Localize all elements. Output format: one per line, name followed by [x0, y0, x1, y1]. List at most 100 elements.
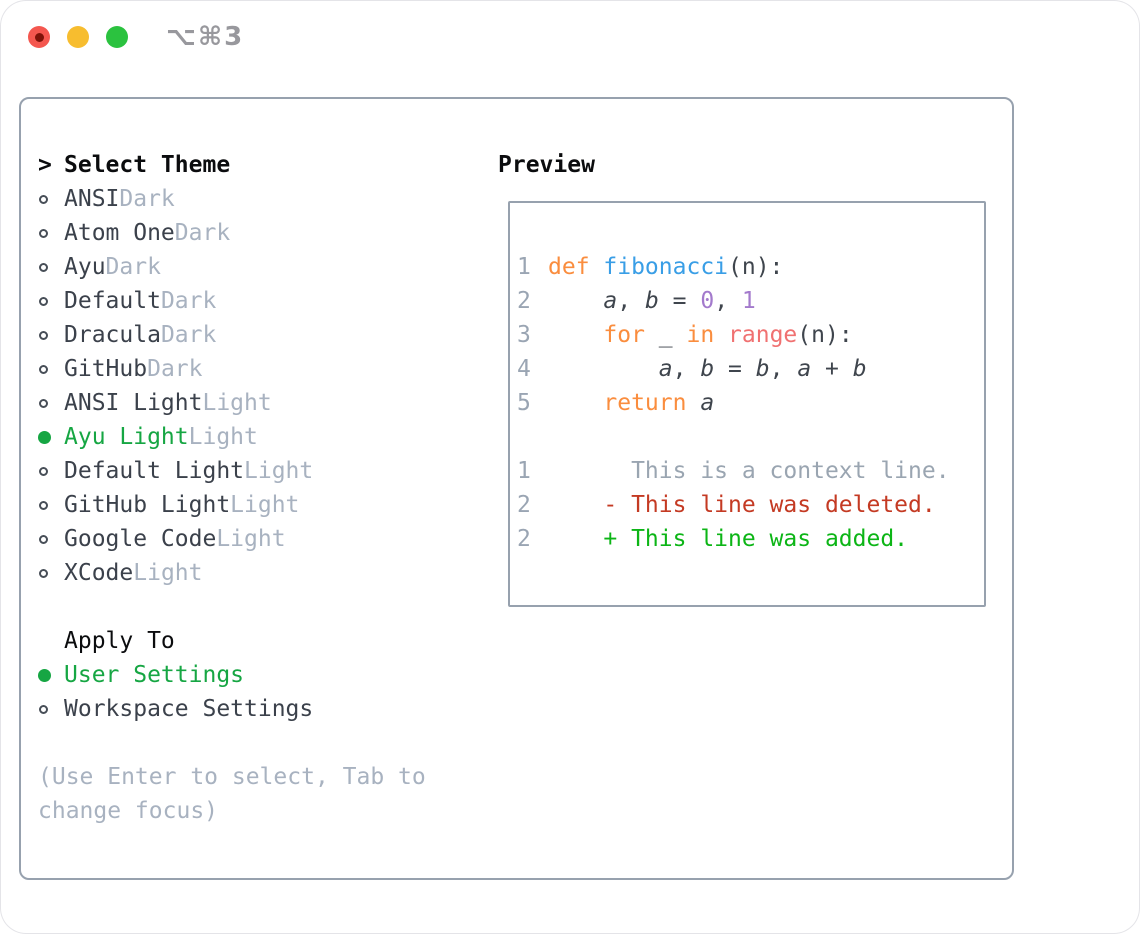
- theme-variant: Light: [230, 492, 300, 518]
- radio-marker: [38, 330, 64, 340]
- code-segment: a: [658, 356, 673, 382]
- radio-marker: [38, 296, 64, 306]
- code-line: 3 for _ in range(n):: [517, 318, 984, 352]
- theme-variant: Dark: [147, 356, 203, 382]
- theme-name: Default Light: [64, 458, 245, 484]
- code-line: 5 return a: [517, 386, 984, 420]
- theme-name: Dracula: [64, 322, 161, 348]
- apply-to-label: Workspace Settings: [64, 696, 314, 722]
- line-number: 4: [517, 356, 531, 382]
- theme-name: GitHub: [64, 356, 148, 382]
- code-segment: def: [548, 254, 604, 280]
- theme-option[interactable]: GitHub Light Light: [38, 488, 313, 522]
- radio-marker: [38, 568, 64, 578]
- zoom-button[interactable]: [106, 26, 128, 48]
- radio-marker: [38, 398, 64, 408]
- radio-selected-icon: [38, 430, 51, 444]
- code-segment: b: [755, 356, 770, 382]
- theme-name: Default: [64, 288, 161, 314]
- code-segment: return: [603, 390, 687, 416]
- close-button[interactable]: [28, 26, 50, 48]
- theme-variant: Dark: [119, 186, 175, 212]
- code-segment: _: [644, 322, 687, 348]
- radio-unselected-icon: [39, 364, 48, 374]
- theme-name: XCode: [64, 560, 134, 586]
- apply-to-option[interactable]: User Settings: [38, 658, 313, 692]
- radio-unselected-icon: [39, 194, 48, 204]
- code-segment: =: [658, 288, 701, 314]
- theme-variant: Dark: [174, 220, 231, 246]
- code-segment: [686, 390, 700, 416]
- radio-selected-icon: [38, 668, 51, 682]
- radio-marker: [38, 668, 64, 682]
- focus-caret-icon: >: [38, 152, 52, 178]
- radio-marker: [38, 500, 64, 510]
- theme-option[interactable]: Dracula Dark: [38, 318, 313, 352]
- theme-variant: Light: [133, 560, 203, 586]
- theme-variant: Light: [202, 390, 272, 416]
- theme-name: Google Code: [64, 526, 217, 552]
- code-segment: b: [852, 356, 867, 382]
- theme-option[interactable]: GitHub Dark: [38, 352, 313, 386]
- theme-list-title: Select Theme: [64, 152, 231, 178]
- theme-option[interactable]: ANSI Dark: [38, 182, 313, 216]
- blank-line: [517, 420, 984, 454]
- theme-option[interactable]: Default Light Light: [38, 454, 313, 488]
- theme-option[interactable]: Google Code Light: [38, 522, 313, 556]
- code-segment: +: [811, 356, 853, 382]
- diff-line: 1 This is a context line.: [517, 454, 984, 488]
- apply-to-label: User Settings: [64, 662, 245, 688]
- theme-option[interactable]: ANSI Light Light: [38, 386, 313, 420]
- code-segment: in: [686, 322, 715, 348]
- line-number: 2: [517, 288, 531, 314]
- theme-option[interactable]: Atom One Dark: [38, 216, 313, 250]
- code-segment: (n):: [728, 254, 784, 280]
- radio-unselected-icon: [39, 398, 48, 408]
- line-number: 5: [517, 390, 531, 416]
- code-segment: fibonacci: [603, 254, 729, 280]
- diff-text: + This line was added.: [548, 526, 909, 552]
- code-segment: =: [714, 356, 756, 382]
- radio-unselected-icon: [39, 330, 48, 340]
- radio-unselected-icon: [39, 704, 48, 714]
- theme-option[interactable]: Ayu Light Light: [38, 420, 313, 454]
- code-segment: ,: [617, 288, 645, 314]
- theme-option[interactable]: Ayu Dark: [38, 250, 313, 284]
- radio-marker: [38, 466, 64, 476]
- code-segment: 1: [741, 288, 756, 314]
- code-segment: 0: [700, 288, 715, 314]
- diff-text: - This line was deleted.: [548, 492, 936, 518]
- theme-name: Atom One: [64, 220, 175, 246]
- diff-line: 2 + This line was added.: [517, 522, 984, 556]
- code-segment: a: [700, 390, 715, 416]
- radio-unselected-icon: [39, 534, 48, 544]
- theme-list-header: > Select Theme: [38, 148, 313, 182]
- theme-variant: Dark: [160, 288, 217, 314]
- minimize-button[interactable]: [67, 26, 89, 48]
- theme-option[interactable]: Default Dark: [38, 284, 313, 318]
- theme-option[interactable]: XCode Light: [38, 556, 313, 590]
- keyboard-shortcut-label: ⌥⌘3: [166, 22, 245, 52]
- code-segment: [548, 390, 603, 416]
- usage-hint: (Use Enter to select, Tab to change focu…: [38, 764, 426, 824]
- theme-variant: Light: [216, 526, 286, 552]
- theme-name: GitHub Light: [64, 492, 231, 518]
- radio-marker: [38, 704, 64, 714]
- radio-unselected-icon: [39, 466, 48, 476]
- radio-marker: [38, 364, 64, 374]
- theme-variant: Dark: [160, 322, 217, 348]
- line-number: 2: [517, 492, 531, 518]
- unsaved-indicator-dot: [34, 32, 44, 42]
- code-segment: for: [603, 322, 645, 348]
- apply-to-option[interactable]: Workspace Settings: [38, 692, 313, 726]
- radio-marker: [38, 262, 64, 272]
- code-segment: (n):: [797, 322, 853, 348]
- radio-unselected-icon: [39, 296, 48, 306]
- code-segment: a: [603, 288, 618, 314]
- code-segment: b: [644, 288, 659, 314]
